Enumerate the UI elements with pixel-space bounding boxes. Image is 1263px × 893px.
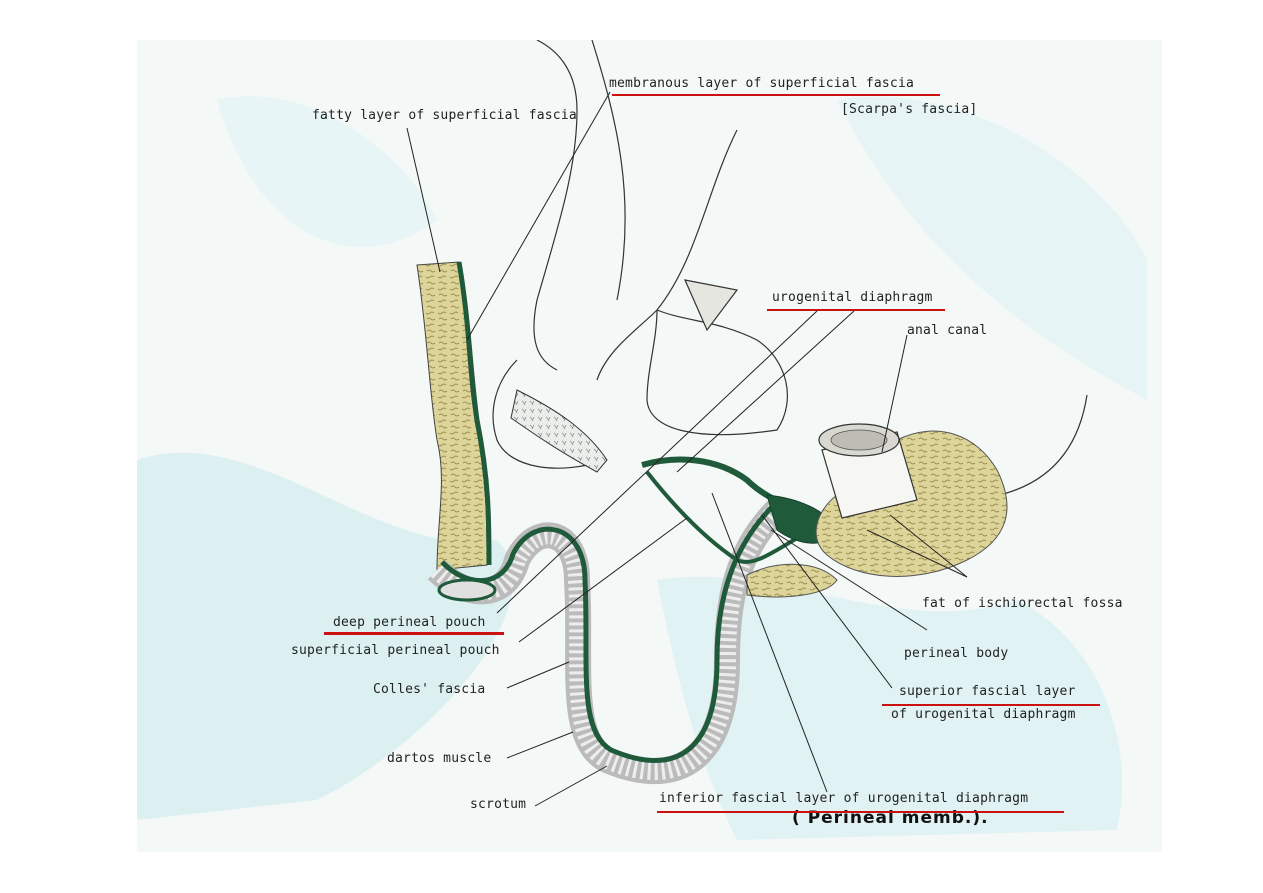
leader-lines	[406, 91, 968, 807]
label-anal-canal: anal canal	[907, 323, 988, 338]
underline-superior-fascial-layer	[882, 704, 1100, 706]
label-fat-ischiorectal-fossa: fat of ischiorectal fossa	[922, 596, 1123, 611]
label-perineal-membrane-handwritten: ( Perineal memb.).	[792, 808, 989, 828]
label-inferior-fascial-layer: inferior fascial layer of urogenital dia…	[659, 791, 1029, 806]
anal-region	[746, 423, 1008, 598]
label-deep-perineal-pouch: deep perineal pouch	[333, 615, 486, 630]
label-superior-fascial-layer: superior fascial layer	[899, 684, 1076, 699]
label-dartos-muscle: dartos muscle	[387, 751, 492, 766]
scanned-page: membranous layer of superficial fascia […	[137, 40, 1162, 852]
underline-deep-perineal-pouch	[324, 632, 504, 635]
perineum-illustration	[137, 40, 1147, 840]
label-superior-fascial-layer-2: of urogenital diaphragm	[891, 707, 1076, 722]
scrotum-layers	[427, 500, 787, 785]
label-perineal-body: perineal body	[904, 646, 1009, 661]
label-membranous-layer: membranous layer of superficial fascia	[609, 76, 915, 91]
penis-section	[510, 389, 608, 473]
label-colles-fascia: Colles' fascia	[373, 682, 486, 697]
underline-urogenital-diaphragm	[767, 309, 945, 311]
label-scrotum: scrotum	[470, 797, 527, 812]
label-superficial-perineal-pouch: superficial perineal pouch	[291, 643, 500, 658]
underline-membranous-layer	[612, 94, 940, 96]
watercolor-wash	[137, 96, 1147, 840]
label-fatty-layer: fatty layer of superficial fascia	[312, 108, 577, 123]
label-scarpas-fascia: [Scarpa's fascia]	[841, 102, 978, 117]
underline-inferior-fascial-layer	[657, 811, 1064, 813]
label-urogenital-diaphragm: urogenital diaphragm	[772, 290, 933, 305]
superficial-fascia-layer	[416, 261, 492, 571]
